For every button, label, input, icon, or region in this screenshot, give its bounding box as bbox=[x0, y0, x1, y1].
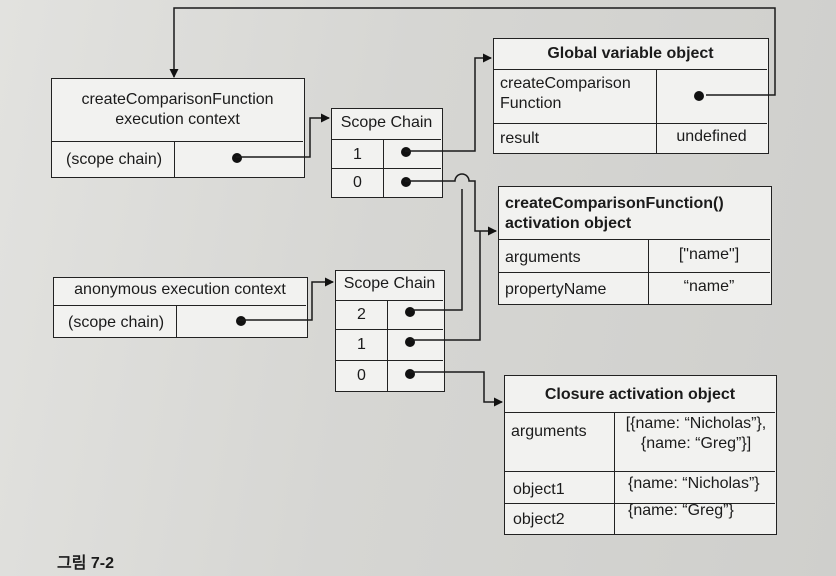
property-key: object1 bbox=[513, 481, 565, 498]
context-title: anonymous execution context bbox=[74, 281, 286, 298]
property-key: object2 bbox=[513, 511, 565, 528]
scope-index: 2 bbox=[357, 306, 366, 323]
property-value: {name: “Greg”} bbox=[628, 502, 734, 519]
closure-activation-object: Closure activation object arguments [{na… bbox=[504, 375, 777, 535]
property-key: propertyName bbox=[505, 281, 607, 298]
global-variable-object: Global variable object createComparison … bbox=[493, 38, 769, 154]
function-pointer bbox=[694, 91, 704, 101]
property-key: result bbox=[500, 130, 540, 147]
scope-chain-table-2: Scope Chain 2 1 0 bbox=[335, 270, 445, 392]
property-value: [{name: “Nicholas”}, {name: “Greg”}] bbox=[625, 415, 767, 452]
property-value: “name” bbox=[683, 278, 735, 295]
scope-pointer bbox=[401, 147, 411, 157]
scope-index: 1 bbox=[357, 336, 366, 353]
scope-chain-label: (scope chain) bbox=[66, 151, 163, 168]
property-key: arguments bbox=[505, 249, 581, 266]
property-key: arguments bbox=[511, 423, 587, 440]
scope-pointer bbox=[405, 337, 415, 347]
scope-pointer bbox=[405, 307, 415, 317]
object-title: createComparisonFunction() activation ob… bbox=[505, 195, 724, 232]
scope-chain-pointer bbox=[236, 316, 246, 326]
scope-pointer bbox=[405, 369, 415, 379]
scope-pointer bbox=[401, 177, 411, 187]
scope-index: 1 bbox=[353, 146, 362, 163]
scope-chain-title: Scope Chain bbox=[343, 275, 436, 292]
scope-chain-table-1: Scope Chain 1 0 bbox=[331, 108, 443, 198]
scope-index: 0 bbox=[353, 174, 362, 191]
anonymous-execution-context: anonymous execution context (scope chain… bbox=[53, 277, 308, 338]
scope-chain-pointer bbox=[232, 153, 242, 163]
create-comparison-execution-context: createComparisonFunction execution conte… bbox=[51, 78, 305, 178]
scope-chain-title: Scope Chain bbox=[340, 114, 433, 131]
scope-index: 0 bbox=[357, 367, 366, 384]
create-comparison-activation-object: createComparisonFunction() activation ob… bbox=[498, 186, 772, 305]
figure-caption: 그림 7-2 bbox=[57, 555, 115, 572]
property-value: {name: “Nicholas”} bbox=[628, 475, 760, 492]
object-title: Closure activation object bbox=[544, 386, 736, 403]
context-title: createComparisonFunction execution conte… bbox=[81, 91, 274, 128]
property-value: undefined bbox=[676, 128, 747, 145]
object-title: Global variable object bbox=[547, 45, 714, 62]
property-value: ["name"] bbox=[678, 246, 740, 263]
property-key: createComparison Function bbox=[500, 75, 631, 112]
scope-chain-label: (scope chain) bbox=[68, 314, 165, 331]
